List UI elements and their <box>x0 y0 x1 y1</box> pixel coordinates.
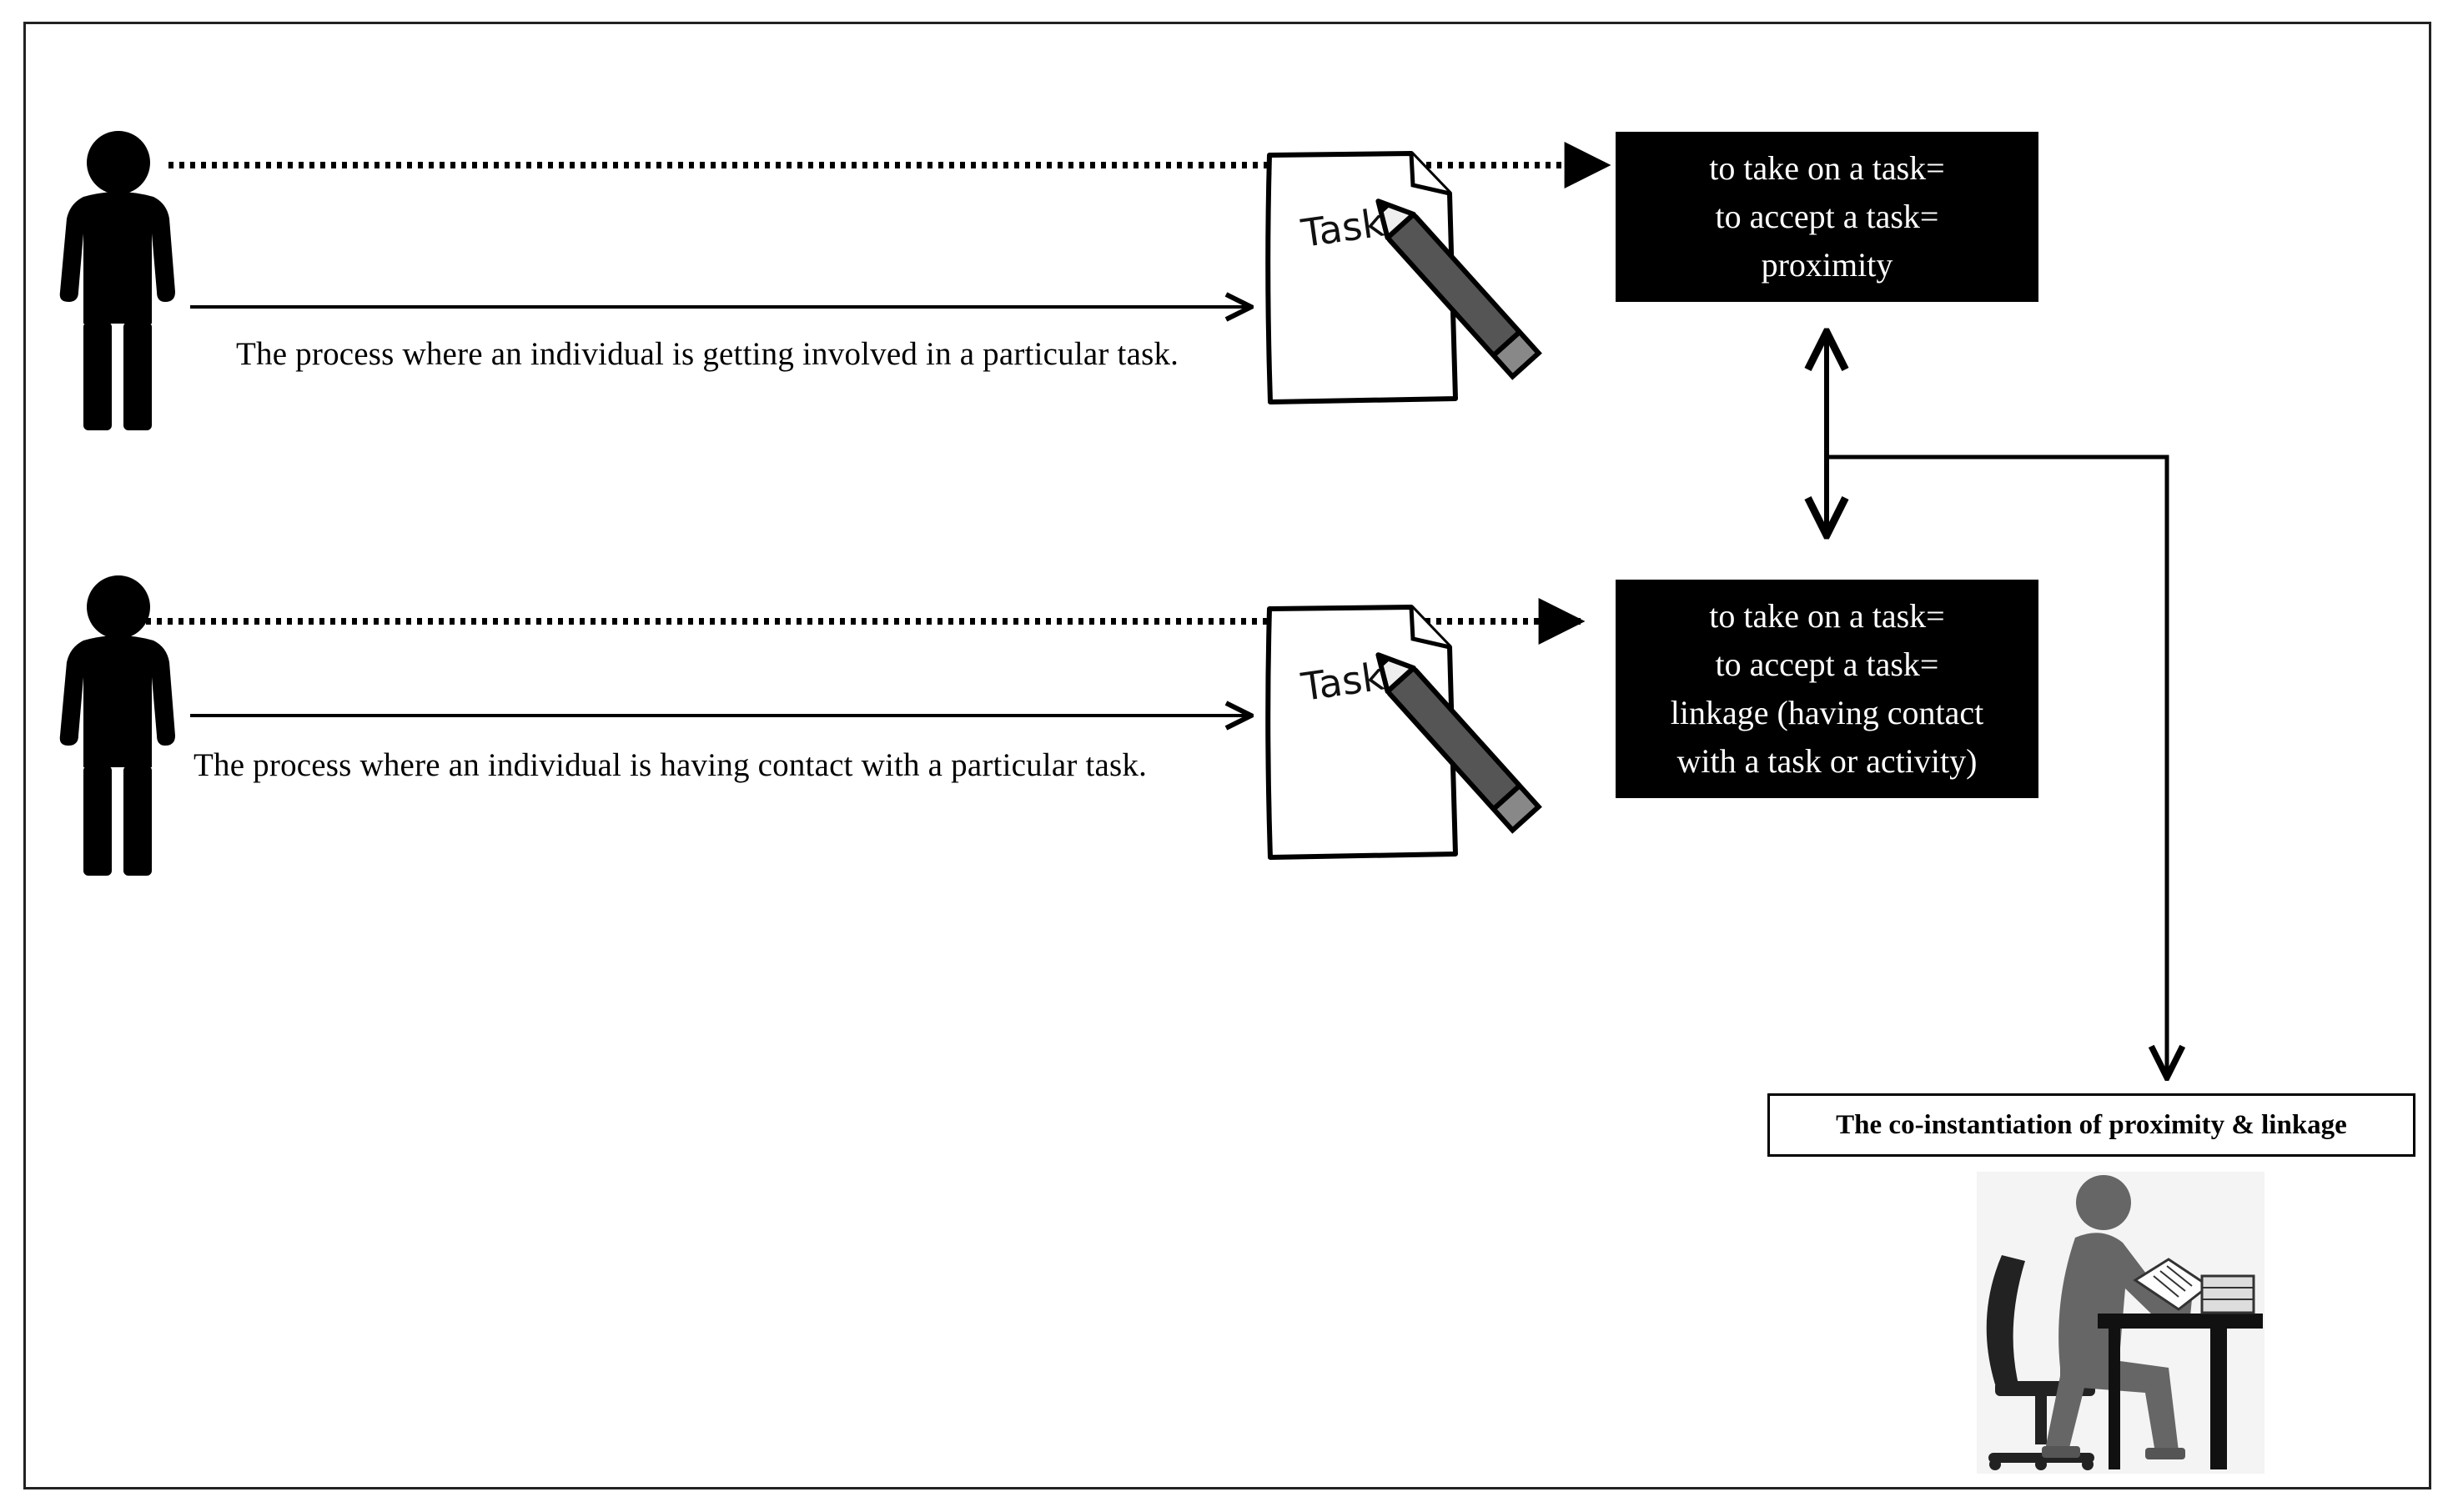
connector-to-outcome <box>1827 455 2167 1077</box>
proximity-box-line: to accept a task= <box>1715 198 1939 235</box>
caption-involvement: The process where an individual is getti… <box>236 336 1179 372</box>
linkage-box-line: linkage (having contact <box>1670 694 1984 731</box>
linkage-box-line: to accept a task= <box>1715 645 1939 683</box>
worker-at-desk-icon <box>1977 1172 2265 1474</box>
person-icon-2 <box>59 575 175 876</box>
linkage-box-line: to take on a task= <box>1709 597 1945 635</box>
task-icon-1: Task <box>1265 151 1542 404</box>
proximity-box-line: proximity <box>1761 246 1893 284</box>
person-icon-1 <box>59 131 175 430</box>
linkage-box-line: with a task or activity) <box>1676 742 1978 780</box>
proximity-box: to take on a task= to accept a task= pro… <box>1616 132 2038 302</box>
linkage-box: to take on a task= to accept a task= lin… <box>1616 580 2038 798</box>
proximity-box-line: to take on a task= <box>1709 149 1945 187</box>
task-icon-2: Task <box>1265 605 1542 860</box>
co-instantiation-box: The co-instantiation of proximity & link… <box>1767 1093 2415 1157</box>
caption-contact: The process where an individual is havin… <box>194 747 1148 783</box>
co-instantiation-label: The co-instantiation of proximity & link… <box>1836 1109 2347 1140</box>
